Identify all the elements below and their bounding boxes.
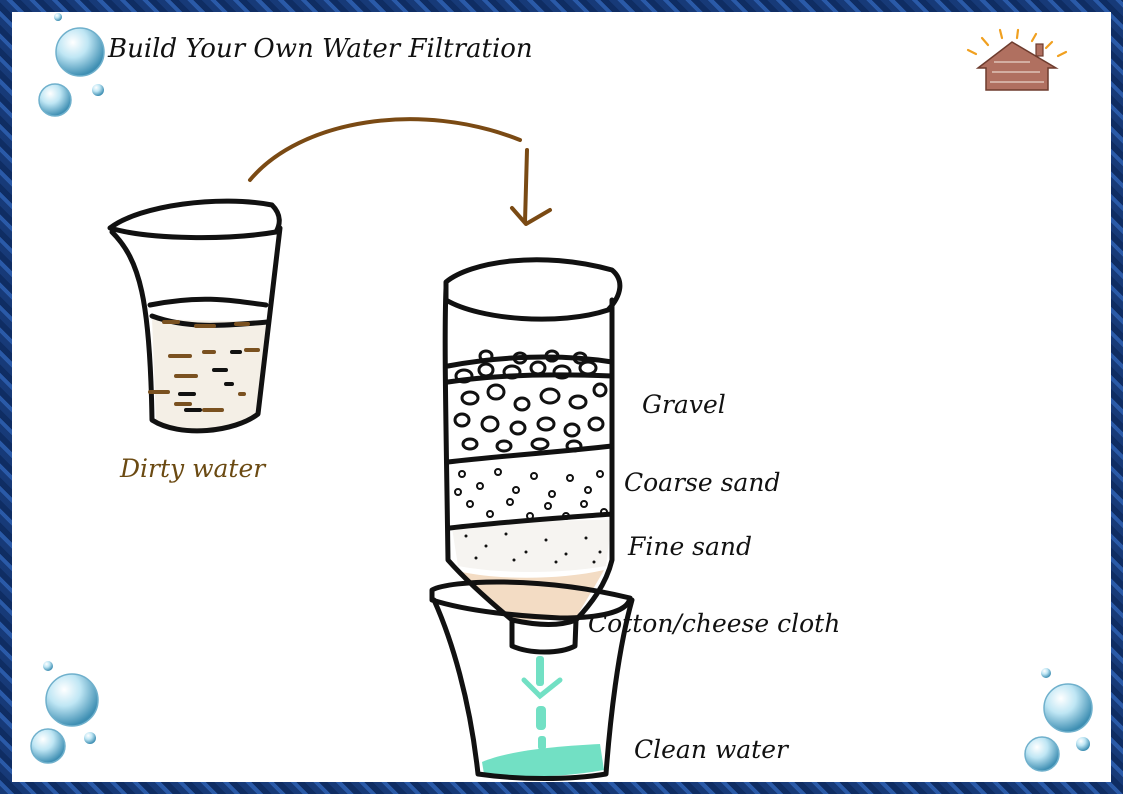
cotton-label: Cotton/cheese cloth (588, 609, 841, 638)
water-bubbles-icon (30, 661, 99, 764)
water-bubbles-icon (38, 13, 105, 117)
coarse-sand-label: Coarse sand (624, 468, 781, 497)
dirty-water-cup (107, 198, 283, 434)
fine-sand-label: Fine sand (628, 532, 753, 561)
house-logo-icon (966, 28, 1068, 91)
clean-water-label: Clean water (634, 735, 788, 764)
pour-arrow (248, 117, 552, 226)
gravel-label: Gravel (642, 390, 726, 419)
clean-water-cup (429, 579, 635, 781)
filter-bottle (442, 257, 623, 655)
dirty-water-label: Dirty water (120, 454, 266, 483)
page-title: Build Your Own Water Filtration (108, 34, 533, 64)
water-bubbles-icon (1024, 668, 1093, 772)
